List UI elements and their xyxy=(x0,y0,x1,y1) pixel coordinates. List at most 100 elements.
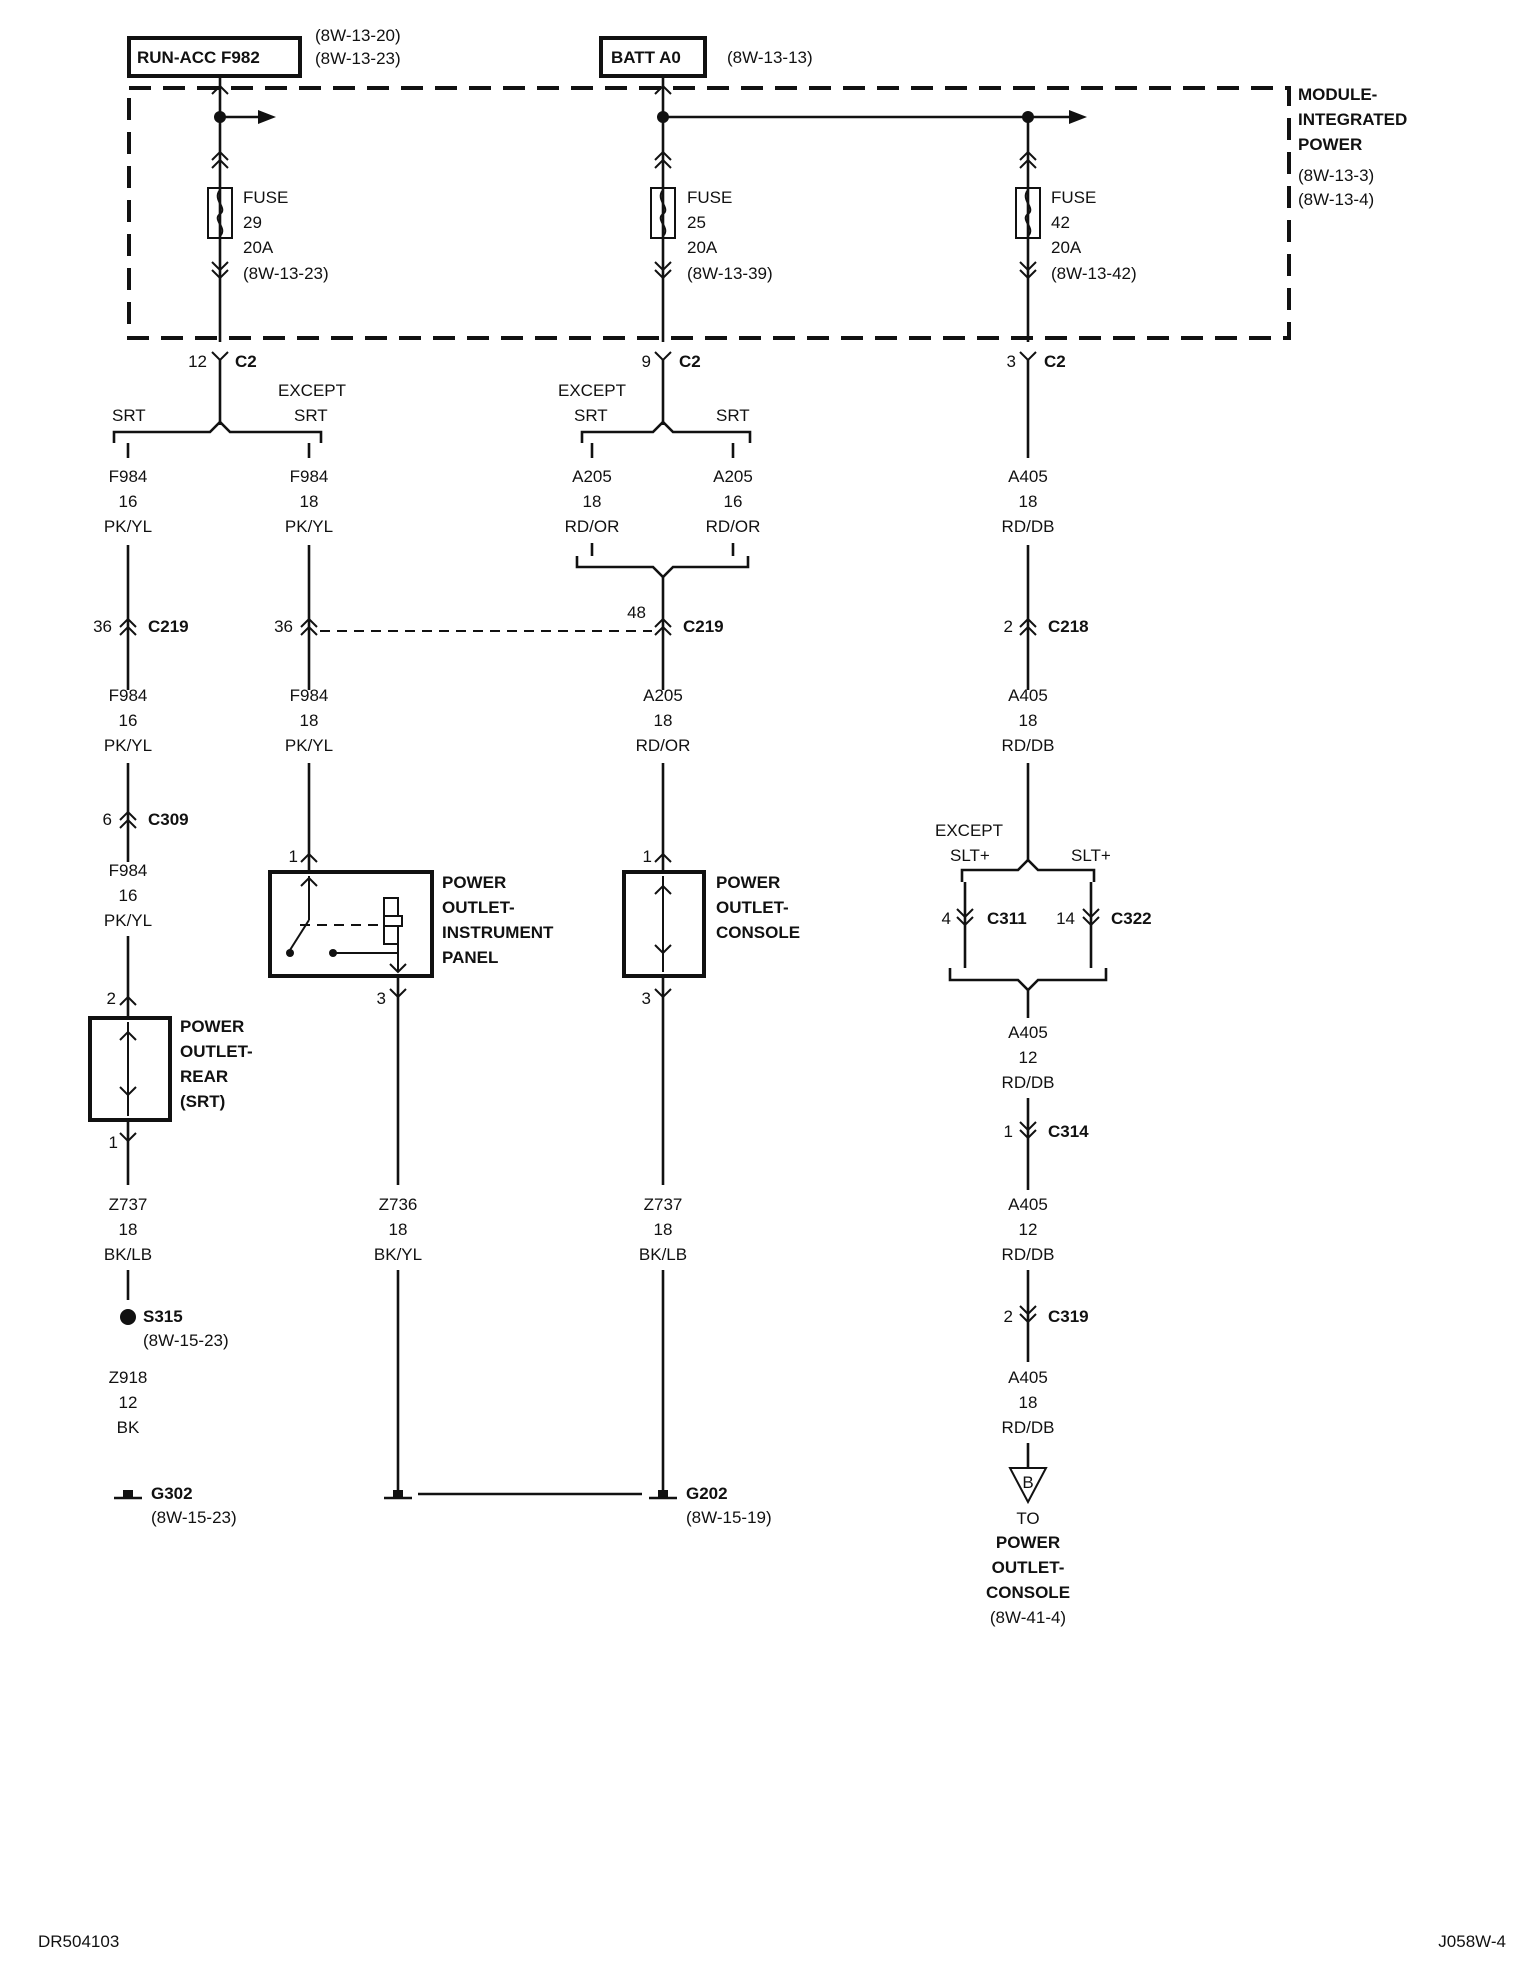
outlet-ip-label-1: POWER xyxy=(442,873,506,892)
c311-pin: 4 xyxy=(942,909,951,928)
wire-a205-16-top-3: RD/OR xyxy=(706,517,761,536)
wire-z737-right-1: Z737 xyxy=(644,1195,683,1214)
fuse-25-line-4: (8W-13-39) xyxy=(687,264,773,283)
wire-f984-16-mid-1: F984 xyxy=(109,686,148,705)
option-except-srt-4: SRT xyxy=(574,406,608,425)
wire-z736-1: Z736 xyxy=(379,1195,418,1214)
ground-g302-symbol xyxy=(114,1490,142,1500)
wire-a405-12-a-3: RD/DB xyxy=(1002,1073,1055,1092)
srt-option-bracket xyxy=(112,420,323,443)
wire-a405-12-a-2: 12 xyxy=(1019,1048,1038,1067)
option-except-srt-1: EXCEPT xyxy=(278,381,346,400)
c218-label: C218 xyxy=(1048,617,1089,636)
wire-z918-1: Z918 xyxy=(109,1368,148,1387)
fuse-25-line-2: 25 xyxy=(687,213,706,232)
run-acc-ref-2: (8W-13-23) xyxy=(315,49,401,68)
wire-a405-18-bot-3: RD/DB xyxy=(1002,1418,1055,1437)
outlet-console-label-1: POWER xyxy=(716,873,780,892)
wire-f984-16-top-1: F984 xyxy=(109,467,148,486)
batt-entry-arrow xyxy=(654,84,672,95)
c2-connector-col3: 3 C2 xyxy=(1007,351,1066,371)
run-acc-source-label: RUN-ACC F982 xyxy=(137,48,260,67)
outlet-rear-label-4: (SRT) xyxy=(180,1092,225,1111)
wire-a205-16-top-2: 16 xyxy=(724,492,743,511)
fuse-29-line-3: 20A xyxy=(243,238,274,257)
offpage-to: TO xyxy=(1016,1509,1039,1528)
c2-label-1: C2 xyxy=(235,352,257,371)
offpage-line-4: CONSOLE xyxy=(986,1583,1070,1602)
wire-a405-12-b-2: 12 xyxy=(1019,1220,1038,1239)
wire-f984-18-top-3: PK/YL xyxy=(285,517,333,536)
wire-z918-2: 12 xyxy=(119,1393,138,1412)
c219-label-a: C219 xyxy=(148,617,189,636)
wire-a405-12-b-1: A405 xyxy=(1008,1195,1048,1214)
module-name-3: POWER xyxy=(1298,135,1362,154)
rear-pin-1: 1 xyxy=(109,1133,118,1152)
offpage-line-2: POWER xyxy=(996,1533,1060,1552)
wire-a205-18-top-2: 18 xyxy=(583,492,602,511)
c219-connector-console: 48 C219 xyxy=(627,603,724,636)
outlet-ip-label-4: PANEL xyxy=(442,948,498,967)
c322-label: C322 xyxy=(1111,909,1152,928)
option-slt: SLT+ xyxy=(1071,846,1111,865)
fuse-25-line-3: 20A xyxy=(687,238,718,257)
fuse-29: FUSE 29 20A (8W-13-23) xyxy=(207,150,329,283)
wire-f984-16-low-2: 16 xyxy=(119,886,138,905)
module-ref-1: (8W-13-3) xyxy=(1298,166,1374,185)
ip-outlet-pin-3: 3 xyxy=(377,989,386,1008)
c2-pin-9: 9 xyxy=(642,352,651,371)
a205-merge-bracket xyxy=(575,556,750,579)
c2-connector-col1: 12 C2 xyxy=(188,351,257,371)
wire-z736-2: 18 xyxy=(389,1220,408,1239)
offpage-ref: (8W-41-4) xyxy=(990,1608,1066,1627)
slt-option-bracket xyxy=(960,858,1096,882)
wire-a405-18-bot-1: A405 xyxy=(1008,1368,1048,1387)
wire-z918-3: BK xyxy=(117,1418,140,1437)
wire-a405-12-b-3: RD/DB xyxy=(1002,1245,1055,1264)
c314-connector: 1 C314 xyxy=(1004,1121,1089,1141)
c319-pin: 2 xyxy=(1004,1307,1013,1326)
splice-s315-name: S315 xyxy=(143,1307,183,1326)
c322-connector: 14 C322 xyxy=(1056,908,1152,928)
wire-z737-left-2: 18 xyxy=(119,1220,138,1239)
fuse-29-line-2: 29 xyxy=(243,213,262,232)
a205-option-bracket xyxy=(580,420,752,443)
batt-source-label: BATT A0 xyxy=(611,48,681,67)
footer-left-id: DR504103 xyxy=(38,1932,119,1951)
c314-label: C314 xyxy=(1048,1122,1089,1141)
c2-label-2: C2 xyxy=(679,352,701,371)
wire-a405-18-bot-2: 18 xyxy=(1019,1393,1038,1412)
c319-connector: 2 C319 xyxy=(1004,1305,1089,1326)
fuse-42: FUSE 42 20A (8W-13-42) xyxy=(1015,150,1137,283)
c309-pin: 6 xyxy=(103,810,112,829)
ground-g302-ref: (8W-15-23) xyxy=(151,1508,237,1527)
c314-pin: 1 xyxy=(1004,1122,1013,1141)
ground-g202-name: G202 xyxy=(686,1484,728,1503)
module-name-1: MODULE- xyxy=(1298,85,1377,104)
fuse-29-line-1: FUSE xyxy=(243,188,288,207)
integrated-power-module-outline xyxy=(127,86,1291,340)
batt-continue-arrow xyxy=(1069,110,1087,124)
fuse-42-line-2: 42 xyxy=(1051,213,1070,232)
outlet-ip-label-3: INSTRUMENT xyxy=(442,923,554,942)
wire-a405-18-mid-1: A405 xyxy=(1008,686,1048,705)
wire-z737-left-3: BK/LB xyxy=(104,1245,152,1264)
batt-source-ref: (8W-13-13) xyxy=(727,48,813,67)
splice-s315-ref: (8W-15-23) xyxy=(143,1331,229,1350)
wire-z737-right-2: 18 xyxy=(654,1220,673,1239)
console-outlet-pin-1: 1 xyxy=(643,847,652,866)
wire-a405-12-a-1: A405 xyxy=(1008,1023,1048,1042)
fuse-25-line-1: FUSE xyxy=(687,188,732,207)
c319-label: C319 xyxy=(1048,1307,1089,1326)
option-except-slt-2: SLT+ xyxy=(950,846,990,865)
rear-pin-2: 2 xyxy=(107,989,116,1008)
c311-label: C311 xyxy=(987,909,1027,928)
outlet-ip-label-2: OUTLET- xyxy=(442,898,515,917)
wire-a405-18-mid-2: 18 xyxy=(1019,711,1038,730)
c2-pin-3: 3 xyxy=(1007,352,1016,371)
c218-pin: 2 xyxy=(1004,617,1013,636)
outlet-rear-label-2: OUTLET- xyxy=(180,1042,253,1061)
outlet-rear-label-3: REAR xyxy=(180,1067,228,1086)
wire-a205-18-top-3: RD/OR xyxy=(565,517,620,536)
